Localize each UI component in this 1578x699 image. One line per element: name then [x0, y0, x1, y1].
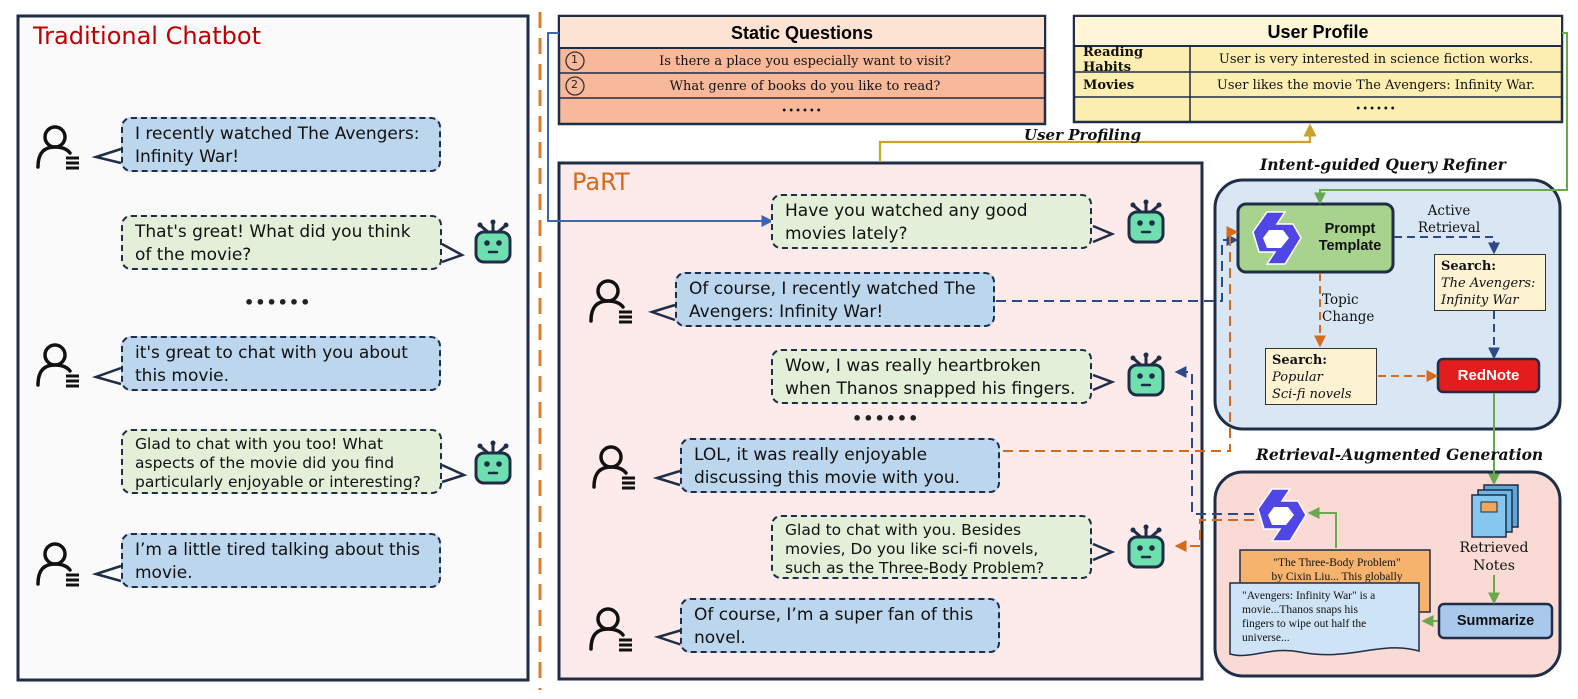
static-question: What genre of books do you like to read? [669, 78, 941, 94]
paper-to-logo-arrow [1307, 507, 1337, 548]
user-profiling-arrow [878, 123, 1317, 162]
note-back-text: "The Three-Body Problem" by Cixin Liu...… [1271, 557, 1403, 582]
profile-to-refiner-arrow [1314, 32, 1568, 205]
active-retrieval-arrow [1394, 236, 1500, 255]
chat-message: LOL, it was really enjoyable discussing … [680, 438, 1000, 493]
rednote-label: RedNote [1457, 367, 1520, 384]
retrieved-notes-icon [1471, 484, 1519, 538]
question-number: 1 [571, 53, 578, 66]
chat-message: Glad to chat with you. Besides movies, D… [771, 515, 1092, 579]
user-profiling-label: User Profiling [1024, 126, 1142, 144]
active-retrieval-label: Active Retrieval [1417, 203, 1481, 236]
search-label: Search: [1272, 353, 1328, 368]
part-title: PaRT [572, 168, 630, 196]
chat-message: Of course, I’m a super fan of this novel… [680, 598, 1000, 653]
topic-change-label: Topic Change [1322, 292, 1375, 325]
rag-label: Retrieval-Augmented Generation [1256, 445, 1544, 464]
search-query: Popular Sci-fi novels [1272, 370, 1352, 402]
bot-avatar-icon [1127, 351, 1165, 397]
bot-avatar-icon [474, 218, 512, 264]
chat-message: Wow, I was really heartbroken when Thano… [771, 349, 1092, 404]
chat-message: Have you watched any good movies lately? [771, 194, 1092, 249]
profile-key: Reading Habits [1083, 44, 1144, 75]
ellipsis: •••••• [244, 293, 312, 312]
bot-avatar-icon [1127, 523, 1165, 569]
part-panel [557, 161, 1204, 681]
prompt-template-label: Prompt Template [1318, 221, 1382, 254]
bot-avatar-icon [1127, 198, 1165, 244]
ellipsis: •••••• [781, 105, 823, 117]
ellipsis: •••••• [1355, 104, 1397, 115]
note-front-paper [1229, 582, 1420, 657]
static-to-part-arrow [547, 32, 774, 227]
chat-message: it's great to chat with you about this m… [121, 336, 441, 391]
search-box-scifi: Search: Popular Sci-fi novels [1265, 348, 1377, 405]
user-profile-title: User Profile [1267, 21, 1369, 42]
search-box-avengers: Search: The Avengers: Infinity War [1434, 254, 1546, 311]
chat-message: I recently watched The Avengers: Infinit… [121, 117, 441, 172]
question-number: 2 [571, 78, 578, 91]
refiner-label: Intent-guided Query Refiner [1260, 155, 1506, 174]
static-questions-title: Static Questions [730, 22, 874, 43]
chat-message: I’m a little tired talking about this mo… [121, 533, 441, 588]
static-questions-table [557, 14, 1047, 126]
bubble-tails [91, 147, 1116, 647]
profile-value: User is very interested in science ficti… [1218, 52, 1534, 67]
user-profile-table [1072, 14, 1564, 124]
rag-to-wow-arrow [1174, 366, 1254, 515]
search-label: Search: [1441, 259, 1497, 274]
search-query: The Avengers: Infinity War [1441, 276, 1536, 308]
retrieved-notes-label: Retrieved Notes [1459, 540, 1529, 574]
rag-to-glad-arrow [1174, 519, 1254, 552]
profile-key: Movies [1083, 77, 1135, 93]
note-front-text: "Avengers: Infinity War" is a movie...Th… [1242, 590, 1376, 644]
traditional-title: Traditional Chatbot [33, 22, 261, 50]
lol-msg-to-template-arrow [1003, 226, 1239, 452]
static-question: Is there a place you especially want to … [659, 53, 951, 69]
bot-avatar-icon [474, 439, 512, 485]
chat-message: Glad to chat with you too! What aspects … [121, 429, 442, 494]
ellipsis: •••••• [852, 409, 920, 428]
chat-message: That's great! What did you think of the … [121, 215, 442, 270]
profile-value: User likes the movie The Avengers: Infin… [1216, 77, 1536, 93]
chat-message: Of course, I recently watched The Avenge… [675, 272, 995, 327]
summarize-label: Summarize [1456, 613, 1535, 629]
